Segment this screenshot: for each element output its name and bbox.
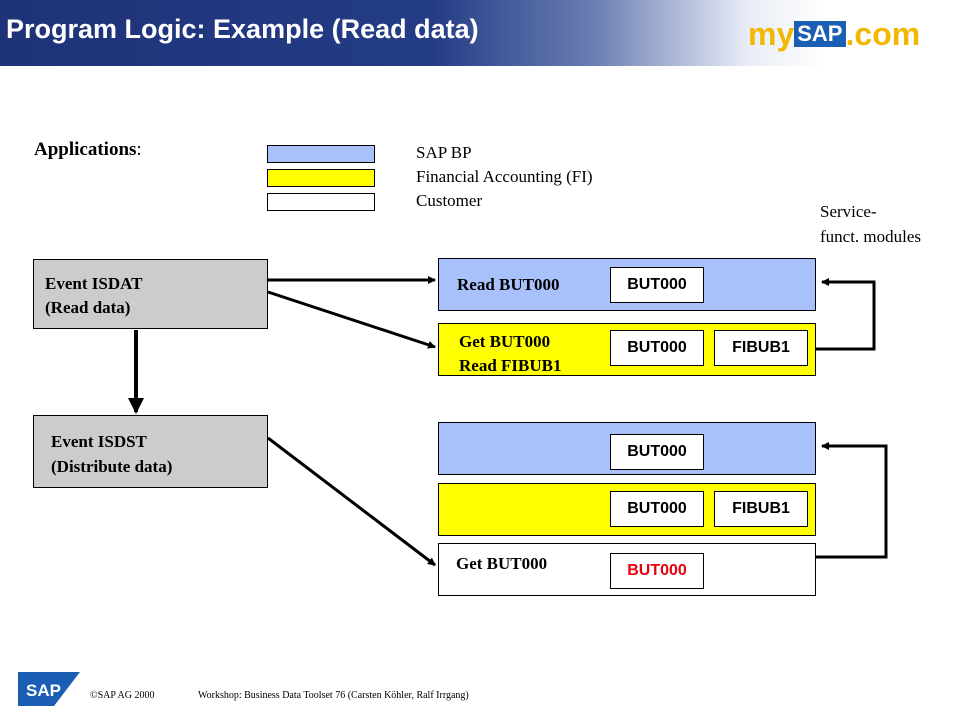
- legend-heading: Applications:: [34, 139, 142, 160]
- footer-copyright: ©SAP AG 2000: [90, 690, 155, 701]
- sap-logo-shape: SAP: [18, 672, 80, 706]
- arrow-service-loop-top: [816, 278, 876, 351]
- table-fibub1: FIBUB1: [714, 491, 808, 527]
- sap-logo: SAP: [18, 672, 80, 706]
- arrow-isdst-to-get: [267, 436, 436, 567]
- table-but000: BUT000: [610, 267, 704, 303]
- table-but000: BUT000: [610, 553, 704, 589]
- row-label: Read BUT000: [457, 275, 560, 294]
- event-isdst-line2: (Distribute data): [51, 457, 173, 476]
- arrow-service-loop-bottom: [816, 442, 888, 559]
- table-but000: BUT000: [610, 434, 704, 470]
- legend-label-customer: Customer: [416, 191, 483, 210]
- arrow-isdat-to-get: [267, 290, 436, 349]
- row-label-line1: Get BUT000: [459, 332, 551, 351]
- row-sap-bp-distribute: BUT000: [438, 422, 816, 475]
- event-isdat-line1: Event ISDAT: [45, 274, 143, 293]
- legend-swatch-fi: [267, 169, 375, 187]
- row-label-line2: Read FIBUB1: [459, 356, 562, 375]
- legend-swatch-sap-bp: [267, 145, 375, 163]
- row-label: Get BUT000: [456, 554, 548, 573]
- svg-text:SAP: SAP: [26, 681, 61, 700]
- legend-label-fi: Financial Accounting (FI): [416, 167, 593, 186]
- event-isdst-box: Event ISDST (Distribute data): [33, 415, 268, 488]
- event-isdat-line2: (Read data): [45, 298, 131, 317]
- row-fi-distribute: BUT000 FIBUB1: [438, 483, 816, 536]
- service-note-line2: funct. modules: [820, 227, 922, 246]
- legend-label-sap-bp: SAP BP: [416, 143, 472, 162]
- event-isdst-line1: Event ISDST: [51, 432, 147, 451]
- table-but000: BUT000: [610, 330, 704, 366]
- row-fi-get: Get BUT000 Read FIBUB1 BUT000 FIBUB1: [438, 323, 816, 376]
- row-sap-bp-read: Read BUT000 BUT000: [438, 258, 816, 311]
- event-isdat-box: Event ISDAT (Read data): [33, 259, 268, 329]
- table-fibub1: FIBUB1: [714, 330, 808, 366]
- table-but000: BUT000: [610, 491, 704, 527]
- row-customer-get: Get BUT000 BUT000: [438, 543, 816, 596]
- service-note-line1: Service-: [820, 202, 877, 221]
- legend-swatch-customer: [267, 193, 375, 211]
- page-title: Program Logic: Example (Read data): [6, 14, 479, 44]
- footer-text: Workshop: Business Data Toolset 76 (Cars…: [198, 690, 469, 701]
